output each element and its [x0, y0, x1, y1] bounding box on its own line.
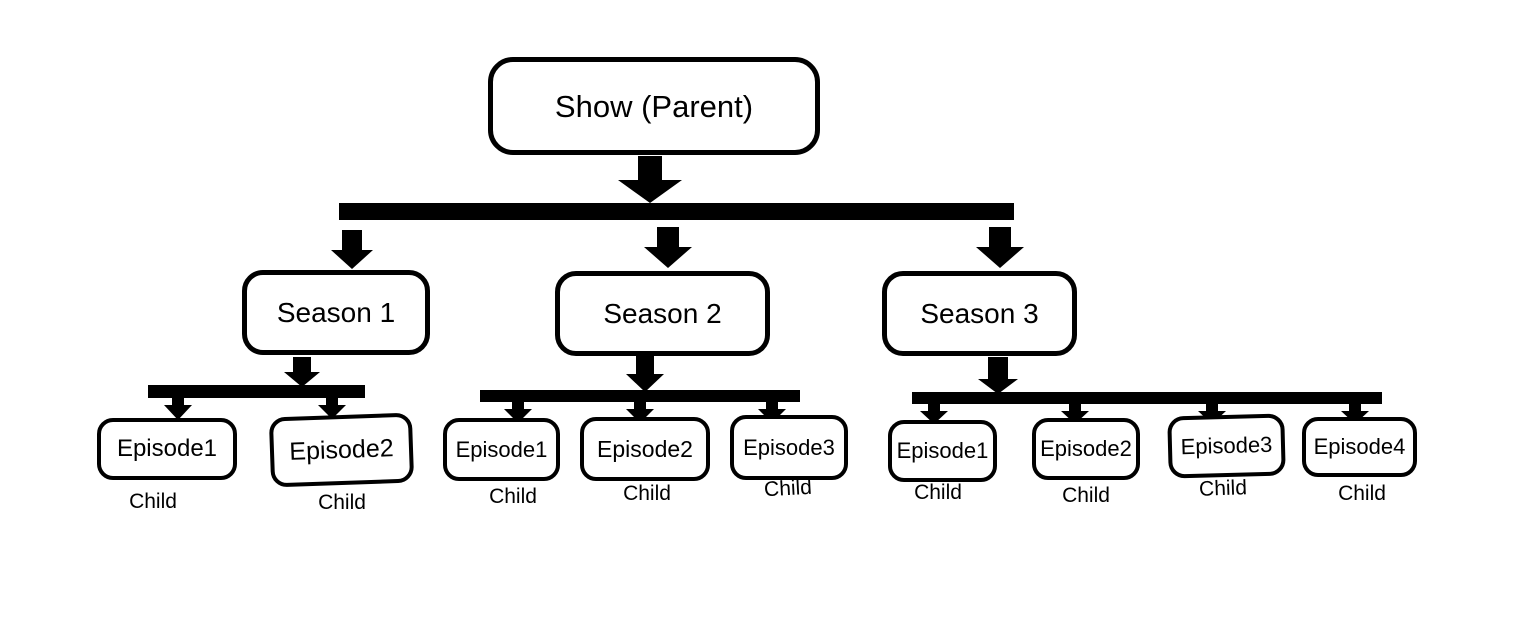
arrow-down-icon — [978, 357, 1018, 394]
arrow-down-icon — [284, 357, 320, 387]
node-season-3: Season 3 — [882, 271, 1077, 356]
arrow-down-icon — [318, 397, 346, 419]
label-season2-episode2-child: Child — [623, 482, 671, 505]
node-season-1: Season 1 — [242, 270, 430, 355]
label-season3-episode2-child: Child — [1062, 484, 1110, 507]
node-season2-episode2: Episode2 — [580, 417, 710, 481]
arrow-down-icon — [164, 397, 192, 420]
label-season1-episode1-child: Child — [129, 490, 177, 513]
connector-bar-root — [339, 203, 1014, 220]
arrow-down-icon — [618, 156, 682, 203]
arrow-down-icon — [758, 401, 786, 423]
arrow-down-icon — [626, 401, 654, 423]
node-season2-episode1: Episode1 — [443, 418, 560, 481]
connector-bar-season1 — [148, 385, 365, 398]
node-season2-episode3: Episode3 — [730, 415, 848, 480]
arrow-down-icon — [976, 227, 1024, 268]
arrow-down-icon — [1061, 403, 1089, 424]
node-season-2: Season 2 — [555, 271, 770, 356]
arrow-down-icon — [920, 403, 948, 424]
node-season3-episode4: Episode4 — [1302, 417, 1417, 477]
label-season2-episode1-child: Child — [489, 485, 537, 508]
arrow-down-icon — [626, 356, 664, 392]
label-season3-episode1-child: Child — [914, 481, 962, 504]
arrow-down-icon — [1341, 403, 1369, 424]
connector-bar-season3 — [912, 392, 1382, 404]
arrow-down-icon — [331, 230, 373, 269]
arrow-down-icon — [644, 227, 692, 268]
connector-bar-season2 — [480, 390, 800, 402]
node-season3-episode3: Episode3 — [1167, 413, 1286, 479]
node-season3-episode1: Episode1 — [888, 420, 997, 482]
label-season3-episode4-child: Child — [1338, 482, 1386, 505]
node-season3-episode2: Episode2 — [1032, 418, 1140, 480]
arrow-down-icon — [1198, 403, 1226, 424]
node-show-parent: Show (Parent) — [488, 57, 820, 155]
label-season1-episode2-child: Child — [318, 491, 366, 514]
arrow-down-icon — [504, 401, 532, 423]
node-season1-episode2: Episode2 — [268, 412, 415, 488]
node-season1-episode1: Episode1 — [97, 418, 237, 480]
